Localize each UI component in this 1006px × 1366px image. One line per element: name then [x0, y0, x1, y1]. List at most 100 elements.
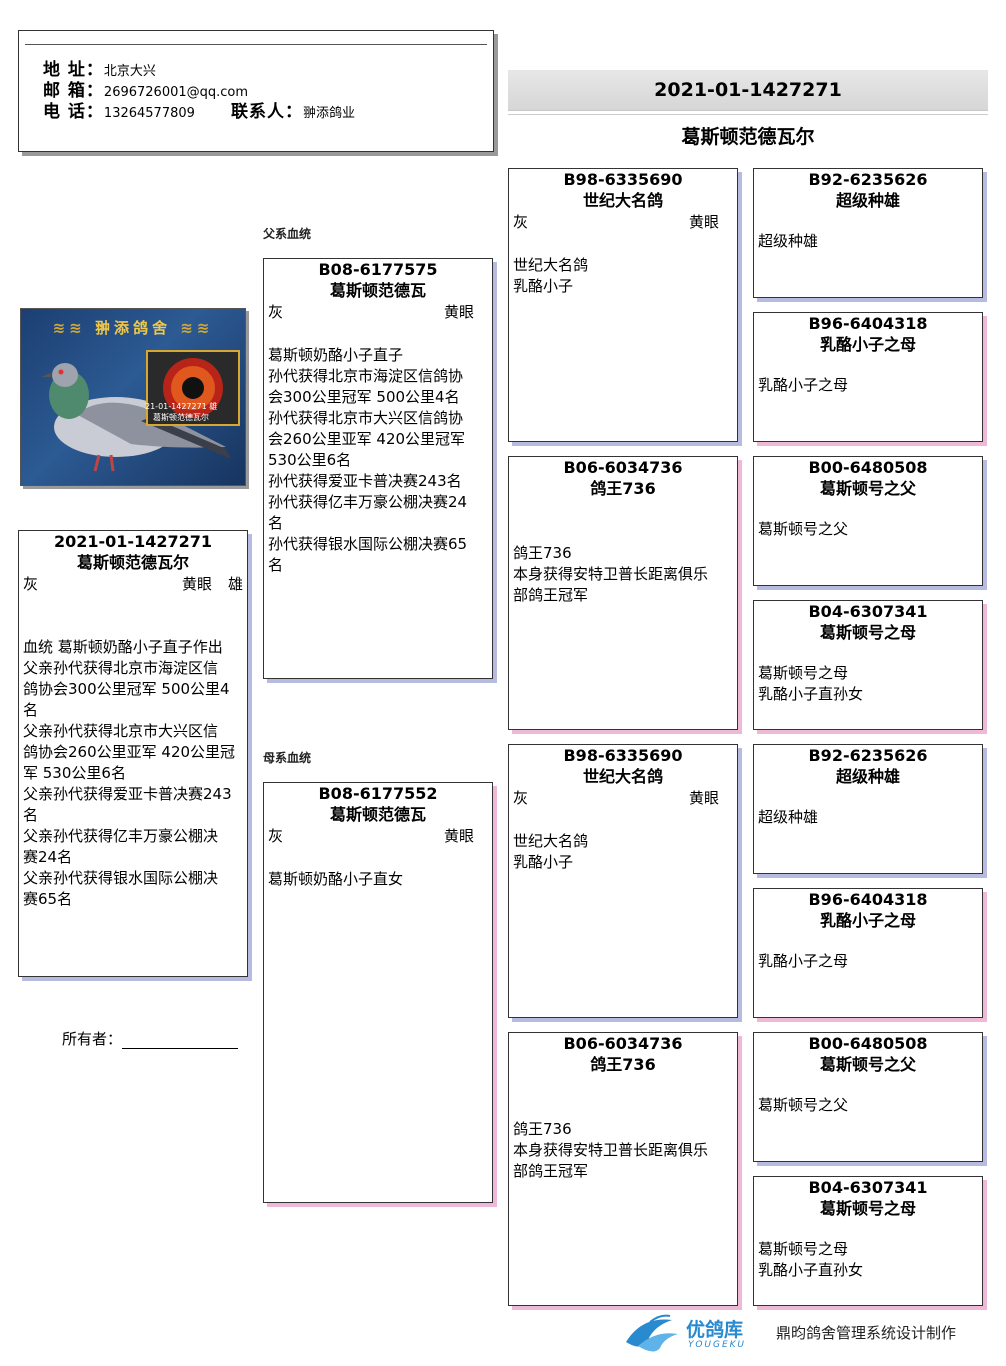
logo-icon [620, 1312, 682, 1356]
great-grandparent-name: 乳酪小子之母 [754, 334, 982, 355]
contact-divider [25, 44, 487, 45]
great-grandparent-card: B00-6480508 葛斯顿号之父 葛斯顿号之父 [753, 1032, 983, 1162]
grandparent-ring: B06-6034736 [509, 458, 737, 478]
owner-line: 所有者： [62, 1028, 238, 1049]
grandparent-ring: B98-6335690 [509, 746, 737, 766]
phone-label: 电 话： [43, 102, 104, 122]
great-grandparent-notes: 超级种雄 [754, 807, 982, 828]
great-grandparent-card: B96-6404318 乳酪小子之母 乳酪小子之母 [753, 312, 983, 442]
grandparent-name: 鸽王736 [509, 478, 737, 499]
pedigree-title: 葛斯顿范德瓦尔 [508, 122, 988, 149]
sire-attrs: 灰 黄眼 [264, 301, 492, 323]
grandparent-card: B98-6335690 世纪大名鸽 灰 黄眼 世纪大名鸽 乳酪小子 [508, 168, 738, 442]
sire-color: 灰 [268, 301, 283, 323]
phone-row: 电 话：13264577809 [43, 97, 195, 122]
grandparent-eye: 黄眼 [689, 787, 719, 809]
great-grandparent-notes: 乳酪小子之母 [754, 951, 982, 972]
great-grandparent-ring: B92-6235626 [754, 746, 982, 766]
great-grandparent-card: B92-6235626 超级种雄 超级种雄 [753, 168, 983, 298]
grandparent-notes: 世纪大名鸽 乳酪小子 [509, 255, 737, 297]
sire-ring: B08-6177575 [264, 260, 492, 280]
contact-card: 地 址：北京大兴 邮 箱：2696726001@qq.com 电 话：13264… [18, 30, 494, 152]
great-grandparent-notes: 葛斯顿号之母 乳酪小子直孙女 [754, 663, 982, 705]
grandparent-attrs [509, 499, 737, 521]
photo-caption-2: 葛斯顿范德瓦尔 [153, 412, 209, 423]
sire-notes: 葛斯顿奶酪小子直子 孙代获得北京市海淀区信鸽协 会300公里冠军 500公里4名… [264, 345, 492, 576]
subject-eye: 黄眼 [182, 573, 212, 595]
owner-field[interactable] [122, 1031, 238, 1049]
subject-card: 2021-01-1427271 葛斯顿范德瓦尔 灰 黄眼 雄 血统 葛斯顿奶酪小… [18, 530, 248, 977]
grandparent-card: B06-6034736 鸽王736 鸽王736 本身获得安特卫普长距离俱乐 部鸽… [508, 1032, 738, 1306]
pedigree-ring-header: 2021-01-1427271 [508, 70, 988, 111]
pigeon-photo: ≋≋ 翀添鸽舍 ≋≋ 21-01-1427271 雄 葛斯顿范德瓦尔 [20, 308, 246, 486]
grandparent-name: 鸽王736 [509, 1054, 737, 1075]
great-grandparent-ring: B00-6480508 [754, 458, 982, 478]
sire-section-label: 父系血统 [263, 225, 311, 242]
great-grandparent-notes: 乳酪小子之母 [754, 375, 982, 396]
owner-label: 所有者： [62, 1028, 122, 1049]
grandparent-name: 世纪大名鸽 [509, 190, 737, 211]
great-grandparent-ring: B04-6307341 [754, 602, 982, 622]
great-grandparent-notes: 葛斯顿号之母 乳酪小子直孙女 [754, 1239, 982, 1281]
grandparent-card: B06-6034736 鸽王736 鸽王736 本身获得安特卫普长距离俱乐 部鸽… [508, 456, 738, 730]
logo-subtext: YOUGEKU [688, 1340, 746, 1350]
dam-section-label: 母系血统 [263, 749, 311, 766]
subject-ring: 2021-01-1427271 [19, 532, 247, 552]
phone-value: 13264577809 [104, 106, 195, 121]
dam-card: B08-6177552 葛斯顿范德瓦 灰 黄眼 葛斯顿奶酪小子直女 [263, 782, 493, 1203]
great-grandparent-name: 葛斯顿号之母 [754, 622, 982, 643]
great-grandparent-ring: B92-6235626 [754, 170, 982, 190]
dam-color: 灰 [268, 825, 283, 847]
subject-name: 葛斯顿范德瓦尔 [19, 552, 247, 573]
great-grandparent-name: 葛斯顿号之父 [754, 1054, 982, 1075]
great-grandparent-name: 乳酪小子之母 [754, 910, 982, 931]
grandparent-card: B98-6335690 世纪大名鸽 灰 黄眼 世纪大名鸽 乳酪小子 [508, 744, 738, 1018]
grandparent-notes: 鸽王736 本身获得安特卫普长距离俱乐 部鸽王冠军 [509, 543, 737, 606]
great-grandparent-name: 超级种雄 [754, 766, 982, 787]
grandparent-attrs: 灰 黄眼 [509, 211, 737, 233]
sire-name: 葛斯顿范德瓦 [264, 280, 492, 301]
great-grandparent-name: 超级种雄 [754, 190, 982, 211]
grandparent-name: 世纪大名鸽 [509, 766, 737, 787]
logo-text: 优鸽库 [686, 1315, 743, 1342]
great-grandparent-notes: 超级种雄 [754, 231, 982, 252]
dam-attrs: 灰 黄眼 [264, 825, 492, 847]
great-grandparent-notes: 葛斯顿号之父 [754, 519, 982, 540]
footer: 优鸽库 YOUGEKU 鼎昀鸽舍管理系统设计制作 [620, 1312, 990, 1358]
great-grandparent-ring: B96-6404318 [754, 314, 982, 334]
grandparent-color: 灰 [513, 211, 528, 233]
dam-name: 葛斯顿范德瓦 [264, 804, 492, 825]
pigeon-illustration [21, 309, 246, 486]
great-grandparent-name: 葛斯顿号之父 [754, 478, 982, 499]
dam-notes: 葛斯顿奶酪小子直女 [264, 869, 492, 890]
great-grandparent-ring: B00-6480508 [754, 1034, 982, 1054]
contact-person-label: 联系人： [231, 102, 303, 122]
grandparent-notes: 鸽王736 本身获得安特卫普长距离俱乐 部鸽王冠军 [509, 1119, 737, 1182]
great-grandparent-card: B92-6235626 超级种雄 超级种雄 [753, 744, 983, 874]
sire-eye: 黄眼 [444, 301, 474, 323]
great-grandparent-notes: 葛斯顿号之父 [754, 1095, 982, 1116]
great-grandparent-ring: B04-6307341 [754, 1178, 982, 1198]
subject-color: 灰 [23, 573, 182, 595]
subject-notes: 血统 葛斯顿奶酪小子直子作出 父亲孙代获得北京市海淀区信 鸽协会300公里冠军 … [19, 637, 247, 910]
sire-card: B08-6177575 葛斯顿范德瓦 灰 黄眼 葛斯顿奶酪小子直子 孙代获得北京… [263, 258, 493, 679]
great-grandparent-card: B00-6480508 葛斯顿号之父 葛斯顿号之父 [753, 456, 983, 586]
contact-person-value: 翀添鸽业 [303, 106, 355, 121]
grandparent-ring: B98-6335690 [509, 170, 737, 190]
grandparent-attrs: 灰 黄眼 [509, 787, 737, 809]
grandparent-color: 灰 [513, 787, 528, 809]
grandparent-eye: 黄眼 [689, 211, 719, 233]
grandparent-ring: B06-6034736 [509, 1034, 737, 1054]
grandparent-notes: 世纪大名鸽 乳酪小子 [509, 831, 737, 873]
footer-credit: 鼎昀鸽舍管理系统设计制作 [776, 1322, 956, 1343]
photo-caption-1: 21-01-1427271 雄 [145, 401, 217, 412]
subject-attrs: 灰 黄眼 雄 [19, 573, 247, 595]
great-grandparent-ring: B96-6404318 [754, 890, 982, 910]
dam-eye: 黄眼 [444, 825, 474, 847]
grandparent-attrs [509, 1075, 737, 1097]
great-grandparent-name: 葛斯顿号之母 [754, 1198, 982, 1219]
great-grandparent-card: B04-6307341 葛斯顿号之母 葛斯顿号之母 乳酪小子直孙女 [753, 1176, 983, 1306]
subject-sex: 雄 [228, 573, 243, 595]
great-grandparent-card: B04-6307341 葛斯顿号之母 葛斯顿号之母 乳酪小子直孙女 [753, 600, 983, 730]
contact-person-row: 联系人：翀添鸽业 [231, 97, 355, 122]
